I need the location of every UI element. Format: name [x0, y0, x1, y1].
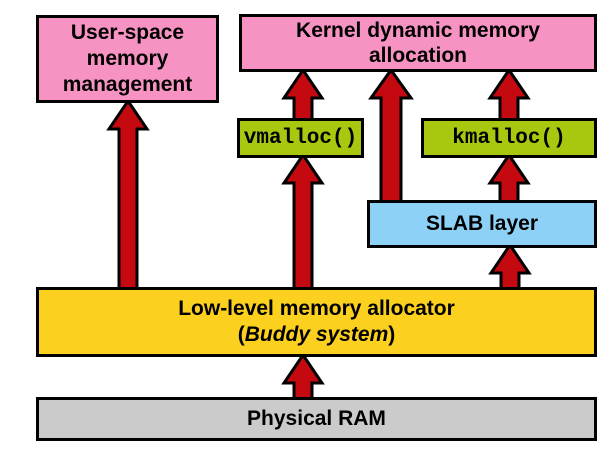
- box-label-line: management: [62, 73, 193, 96]
- arrow-ram-to-buddy: [281, 352, 325, 402]
- arrow-slab-to-kmalloc: [487, 152, 531, 205]
- box-kernel-dynamic-memory-allocation: Kernel dynamic memory allocation: [239, 14, 597, 72]
- box-label-line: Low-level memory allocator: [178, 297, 455, 320]
- box-label: SLAB layer: [425, 212, 539, 235]
- arrow-vmalloc-to-kernel: [281, 67, 325, 123]
- box-label-line: (Buddy system): [238, 322, 396, 348]
- arrow-slab-to-kernel: [368, 67, 414, 205]
- box-kmalloc: kmalloc(): [421, 118, 597, 158]
- box-label: Physical RAM: [247, 407, 386, 430]
- box-vmalloc: vmalloc(): [237, 118, 364, 158]
- arrow-buddy-to-vmalloc: [281, 152, 325, 292]
- box-label: vmalloc(): [243, 126, 358, 150]
- box-label-line: memory: [86, 47, 169, 70]
- box-label-line: User-space: [70, 21, 185, 44]
- box-slab-layer: SLAB layer: [367, 200, 597, 248]
- arrow-kmalloc-to-kernel: [487, 67, 531, 123]
- box-label-line: Kernel dynamic memory: [296, 19, 540, 42]
- box-physical-ram: Physical RAM: [36, 397, 597, 441]
- arrow-buddy-to-slab: [488, 242, 532, 292]
- box-label-line: allocation: [368, 44, 468, 67]
- box-low-level-memory-allocator: Low-level memory allocator (Buddy system…: [36, 287, 597, 357]
- box-user-space-memory-management: User-space memory management: [36, 15, 219, 103]
- arrow-buddy-to-userspace: [106, 98, 150, 292]
- buddy-paren-open: (: [237, 323, 245, 346]
- buddy-system-label: Buddy system: [244, 323, 389, 346]
- box-label: kmalloc(): [452, 126, 566, 150]
- buddy-paren-close: ): [388, 323, 396, 346]
